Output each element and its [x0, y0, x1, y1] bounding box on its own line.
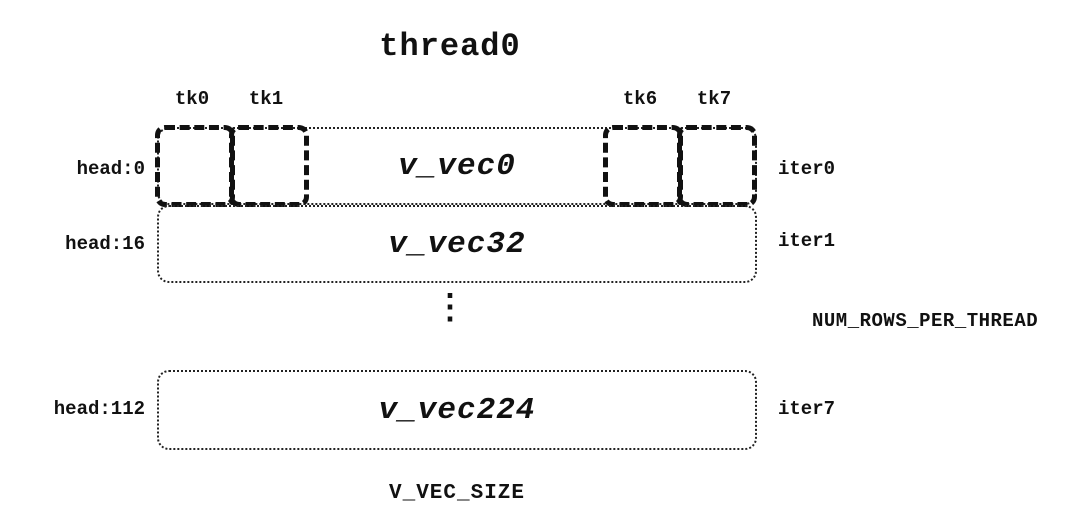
vertical-ellipsis: ⋮	[433, 291, 467, 329]
tk6-label: tk6	[622, 88, 658, 110]
tk6-box	[603, 125, 683, 207]
tk0-label: tk0	[174, 88, 210, 110]
head16-label: head:16	[65, 233, 145, 255]
iter1-label: iter1	[778, 230, 836, 252]
tk1-box	[229, 125, 309, 207]
num-rows-per-thread-label: NUM_ROWS_PER_THREAD	[812, 310, 1039, 332]
row-iter7-box: v_vec224	[157, 370, 757, 450]
iter0-label: iter0	[778, 158, 836, 180]
row-iter1-box: v_vec32	[157, 205, 757, 283]
tk0-box	[155, 125, 235, 207]
head0-label: head:0	[76, 158, 145, 180]
iter7-label: iter7	[778, 398, 836, 420]
diagram-title: thread0	[379, 28, 521, 65]
head112-label: head:112	[53, 398, 145, 420]
tk7-box	[677, 125, 757, 207]
v-vec-size-label: V_VEC_SIZE	[388, 482, 526, 505]
v-vec224-label: v_vec224	[378, 392, 536, 428]
v-vec32-label: v_vec32	[388, 226, 526, 262]
tk7-label: tk7	[696, 88, 732, 110]
tk1-label: tk1	[248, 88, 284, 110]
v-vec0-label: v_vec0	[398, 148, 516, 184]
